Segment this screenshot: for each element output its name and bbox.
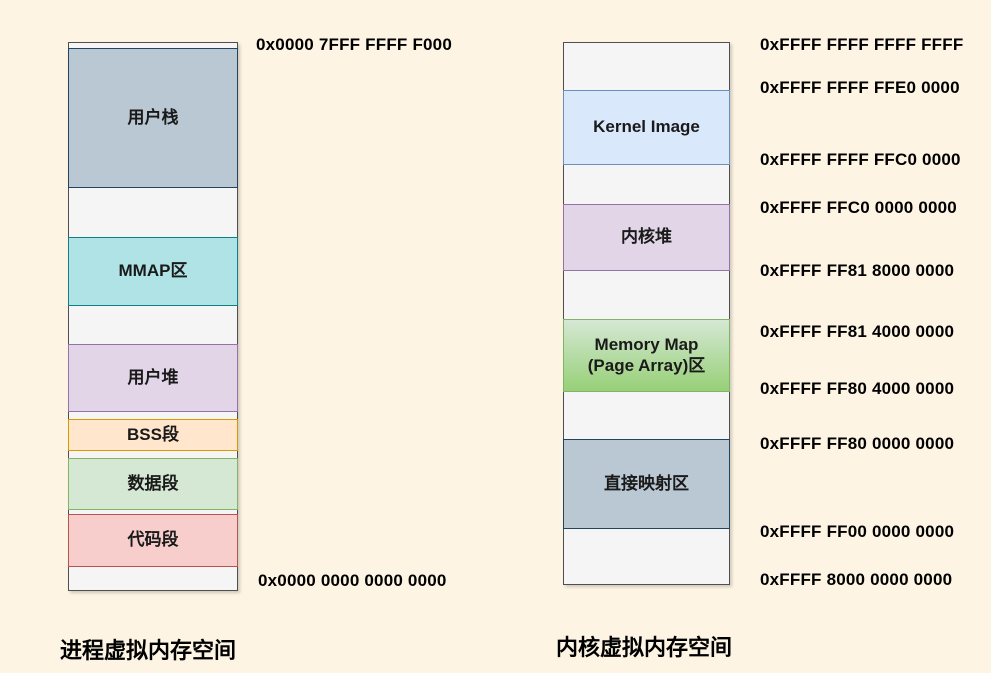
section-memory-map-page-array: Memory Map (Page Array)区 [563,319,730,392]
section-user-heap-label: 用户堆 [127,367,179,387]
section-bss-label: BSS段 [127,424,179,444]
section-direct-mapping-label: 直接映射区 [604,473,689,493]
section-kernel-heap-label: 内核堆 [621,227,672,247]
section-code-segment: 代码段 [68,514,238,567]
section-kernel-image-label: Kernel Image [593,117,700,137]
process-memory-column: 用户栈 MMAP区 用户堆 BSS段 数据段 代码段 [68,42,238,591]
address-kernel-top: 0xFFFF FFFF FFFF FFFF [760,35,964,54]
section-user-heap: 用户堆 [68,344,238,412]
address-kernel-bottom: 0xFFFF 8000 0000 0000 [760,570,953,589]
section-user-stack-label: 用户栈 [127,107,179,127]
kernel-memory-column: Kernel Image 内核堆 Memory Map (Page Array)… [563,42,730,585]
section-memory-map-label-line1: Memory Map [594,335,699,355]
section-user-stack: 用户栈 [68,48,238,188]
section-kernel-image: Kernel Image [563,90,730,165]
address-kernel-image-bottom: 0xFFFF FFFF FFC0 0000 [760,150,961,169]
section-kernel-heap: 内核堆 [563,204,730,271]
address-kernel-heap-bottom: 0xFFFF FF81 8000 0000 [760,261,955,280]
section-mmap-label: MMAP区 [118,261,188,281]
process-diagram-title: 进程虚拟内存空间 [60,638,237,663]
address-memory-map-top: 0xFFFF FF81 4000 0000 [760,322,955,341]
address-process-top: 0x0000 7FFF FFFF F000 [256,35,452,54]
section-direct-mapping: 直接映射区 [563,439,730,529]
address-kernel-image-top: 0xFFFF FFFF FFE0 0000 [760,78,960,97]
section-code-segment-label: 代码段 [127,530,179,550]
address-process-bottom: 0x0000 0000 0000 0000 [258,571,447,590]
address-direct-map-bottom: 0xFFFF FF00 0000 0000 [760,522,955,541]
address-memory-map-bottom: 0xFFFF FF80 4000 0000 [760,379,955,398]
kernel-diagram-title: 内核虚拟内存空间 [556,635,733,660]
address-kernel-heap-top: 0xFFFF FFC0 0000 0000 [760,198,957,217]
address-direct-map-top: 0xFFFF FF80 0000 0000 [760,434,955,453]
section-memory-map-label-line2: (Page Array)区 [587,355,706,375]
section-bss: BSS段 [68,419,238,451]
section-data-segment: 数据段 [68,458,238,510]
section-data-segment-label: 数据段 [127,473,179,493]
section-mmap: MMAP区 [68,237,238,306]
